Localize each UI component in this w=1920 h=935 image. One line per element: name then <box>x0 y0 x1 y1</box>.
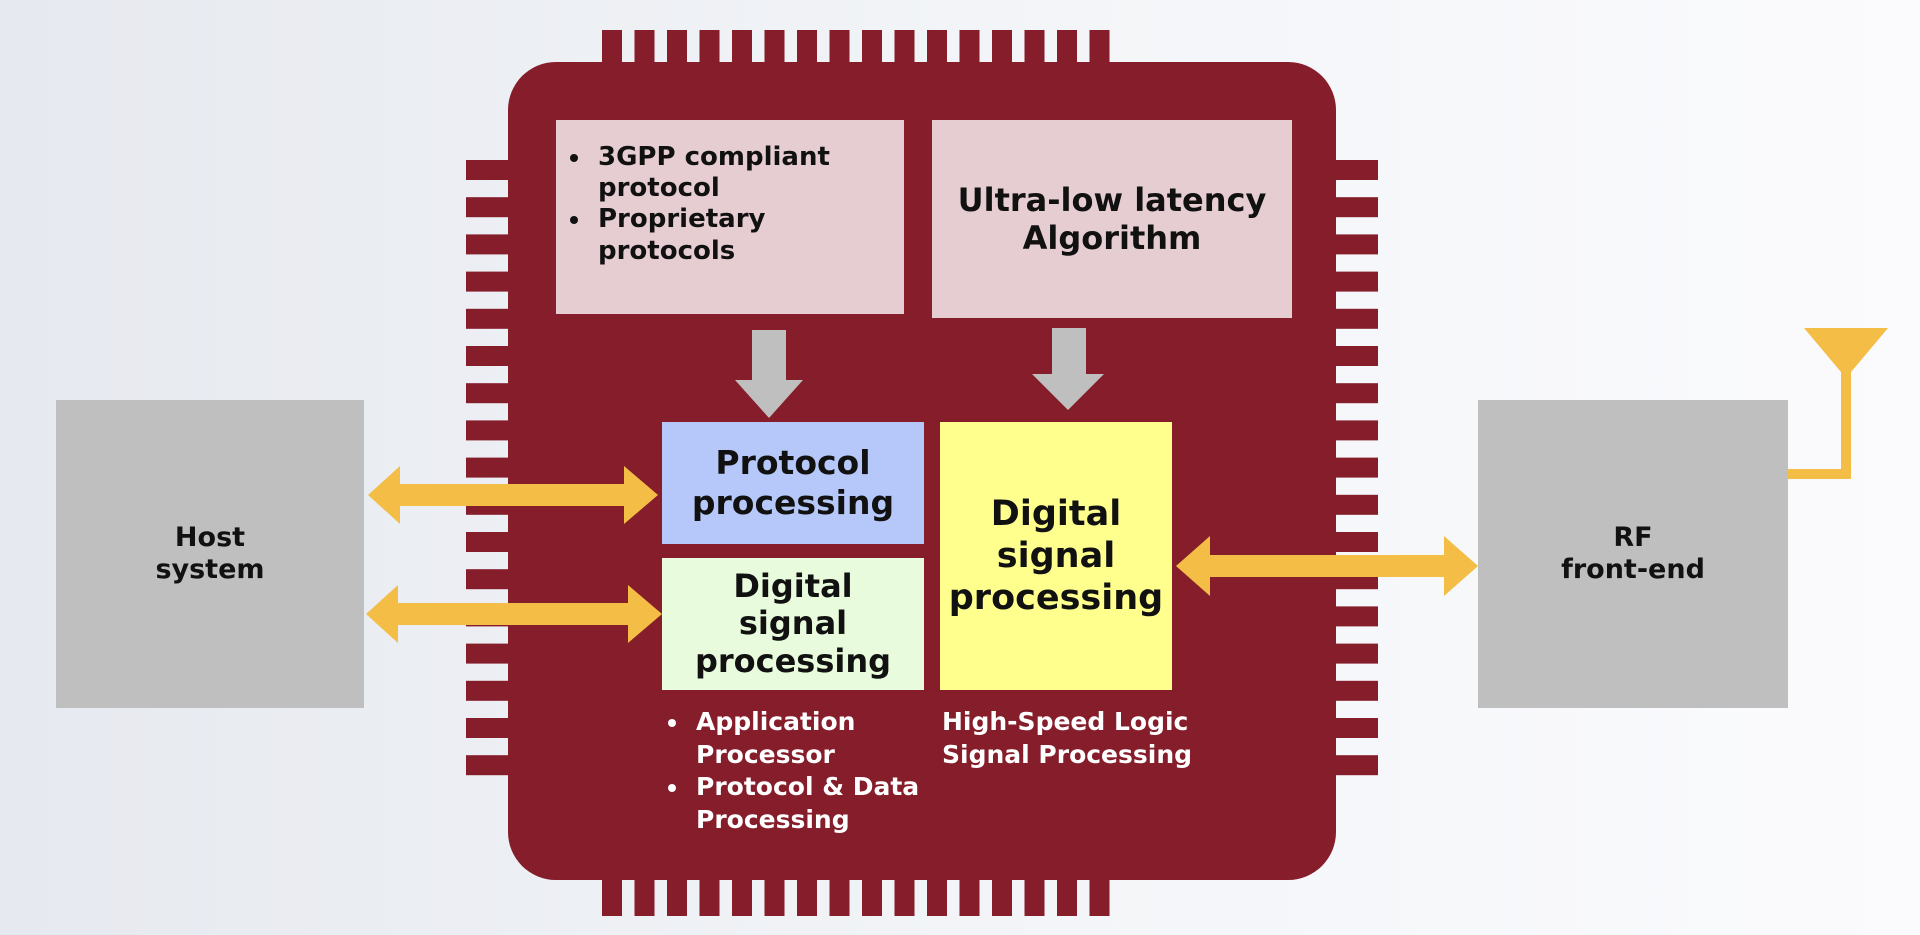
chip-pin-top <box>829 30 850 70</box>
chip-pin-top <box>1057 30 1077 70</box>
protocol-processing-label: Protocol processing <box>691 443 895 522</box>
chip-pin-left <box>466 755 516 776</box>
chip-pin-left <box>466 308 516 329</box>
chip-pin-bottom <box>829 872 850 916</box>
chip-pin-bottom <box>959 872 980 916</box>
chip-pin-bottom <box>797 872 817 916</box>
chip-pin-top <box>862 30 882 70</box>
chip-pin-left <box>466 643 516 664</box>
chip-pin-top <box>894 30 915 70</box>
chip-pin-left <box>466 160 516 180</box>
chip-pin-bottom <box>1057 872 1077 916</box>
chip-pin-top <box>602 30 622 70</box>
chip-pin-top <box>959 30 980 70</box>
chip-pin-left <box>466 680 516 701</box>
chip-pin-bottom <box>862 872 882 916</box>
protocols-item-2: Proprietary protocols <box>592 204 896 266</box>
app-dsp-note-1: Application Processor <box>690 706 932 771</box>
host-protocol-arrow <box>368 466 658 524</box>
rf-frontend-box <box>1478 400 1788 708</box>
app-dsp-notes: Application Processor Protocol & Data Pr… <box>662 706 932 836</box>
chip-pin-left <box>466 197 516 218</box>
chip-pin-left <box>466 718 516 738</box>
chip-pin-right <box>1328 420 1378 441</box>
chip-pin-right <box>1328 457 1378 478</box>
hs-dsp-notes: High-Speed Logic Signal Processing <box>942 706 1212 771</box>
chip-pin-bottom <box>1024 872 1045 916</box>
chip-pin-bottom <box>634 872 655 916</box>
chip-pin-right <box>1328 346 1378 366</box>
chip-pin-right <box>1328 308 1378 329</box>
protocols-item-1: 3GPP compliant protocol <box>592 142 896 204</box>
chip-pin-bottom <box>699 872 720 916</box>
chip-pin-right <box>1328 680 1378 701</box>
chip-pin-right <box>1328 718 1378 738</box>
chip-pin-left <box>466 420 516 441</box>
chip-pin-bottom <box>1089 872 1110 916</box>
protocols-list: 3GPP compliant protocol Proprietary prot… <box>566 142 896 267</box>
chip-pin-top <box>667 30 687 70</box>
chip-pin-right <box>1328 532 1378 552</box>
chip-pin-top <box>992 30 1012 70</box>
antenna-icon <box>1804 328 1888 378</box>
chip-pin-bottom <box>992 872 1012 916</box>
chip-pin-right <box>1328 755 1378 776</box>
app-dsp-box <box>662 558 924 690</box>
algorithm-box <box>932 120 1292 318</box>
chip-pin-bottom <box>894 872 915 916</box>
algorithm-label: Ultra-low latency Algorithm <box>957 180 1267 257</box>
chip-pin-left <box>466 532 516 552</box>
hs-dsp-note-2: Signal Processing <box>942 739 1193 769</box>
down-arrow-algorithm <box>1032 328 1104 410</box>
chip-pin-bottom <box>667 872 687 916</box>
chip-pin-right <box>1328 643 1378 664</box>
chip-pin-left <box>466 457 516 478</box>
chip-pin-top <box>927 30 947 70</box>
chip-pin-left <box>466 383 516 404</box>
hs-dsp-box <box>940 422 1172 690</box>
rf-frontend-label: RF front-end <box>1561 521 1705 585</box>
host-system-box <box>56 400 364 708</box>
host-dsp-arrow <box>366 585 662 643</box>
chip-pin-top <box>699 30 720 70</box>
chip-pin-right <box>1328 160 1378 180</box>
chip-pin-right <box>1328 234 1378 255</box>
chip-pin-left <box>466 569 516 590</box>
chip-pin-right <box>1328 494 1378 515</box>
chip-pin-top <box>764 30 785 70</box>
hs-dsp-label: Digital signal processing <box>948 494 1164 618</box>
down-arrow-protocols <box>735 330 803 418</box>
chip-pin-right <box>1328 606 1378 627</box>
chip-pin-right <box>1328 383 1378 404</box>
chip-pin-top <box>1089 30 1110 70</box>
chip-pin-top <box>732 30 752 70</box>
antenna-feed-line <box>1788 360 1851 479</box>
protocols-box <box>556 120 904 314</box>
chip-pin-left <box>466 271 516 292</box>
protocol-processing-box <box>662 422 924 544</box>
chip-pin-left <box>466 234 516 255</box>
hs-dsp-note-1: High-Speed Logic <box>942 707 1189 736</box>
app-dsp-note-2: Protocol & Data Processing <box>690 771 932 836</box>
dsp-rf-arrow <box>1176 536 1478 596</box>
chip-pin-right <box>1328 197 1378 218</box>
app-dsp-label: Digital signal processing <box>694 567 892 680</box>
chip-pin-right <box>1328 271 1378 292</box>
chip-pin-bottom <box>602 872 622 916</box>
chip-pin-top <box>1024 30 1045 70</box>
chip-pin-bottom <box>764 872 785 916</box>
chip-pin-bottom <box>732 872 752 916</box>
chip-pin-top <box>797 30 817 70</box>
chip-pin-left <box>466 346 516 366</box>
chip-pin-top <box>634 30 655 70</box>
chip-pin-bottom <box>927 872 947 916</box>
host-system-label: Host system <box>155 521 265 585</box>
